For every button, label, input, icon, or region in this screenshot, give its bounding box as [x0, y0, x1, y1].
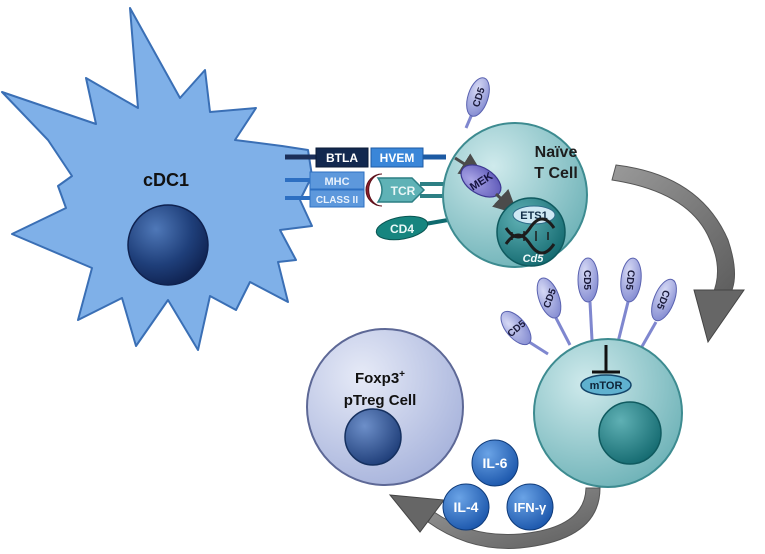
btla-box	[315, 147, 369, 168]
naive-label-line1: Naïve	[535, 144, 578, 161]
treg-cell-nucleus	[344, 408, 402, 466]
activated-t-cell: CD5 CD5 CD5 CD5 CD5 mTOR	[500, 257, 683, 488]
hvem-label: HVEM	[380, 151, 415, 165]
cd5-receptor-5: CD5	[638, 278, 677, 351]
activated-t-cell-nucleus	[598, 401, 662, 465]
cd5-receptor-1: CD5	[500, 310, 549, 356]
conversion-arrow-head	[388, 494, 445, 533]
cd5-receptor-3: CD5	[577, 257, 599, 341]
treg-label-line1: Foxp3+	[355, 369, 405, 387]
mtor-shape	[580, 374, 632, 396]
antigen-peptide-shape	[365, 173, 383, 207]
dendritic-cell-body	[1, 7, 313, 351]
cytokines: IL-6 IL-4 IFN-γ	[442, 439, 554, 531]
dc-label: cDC1	[143, 170, 189, 190]
differentiation-arrow	[611, 164, 745, 344]
synapse-receptors: BTLA HVEM MHC CLASS II TCR CD4	[285, 147, 449, 241]
mhc-label-line2: CLASS II	[316, 195, 358, 206]
treg-label-line2: pTreg Cell	[344, 392, 417, 409]
cd5-label-3: CD5	[581, 270, 592, 290]
cd5-receptor-4: CD5	[616, 257, 642, 343]
conversion-arrow	[388, 487, 601, 549]
naive-label-line2: T Cell	[534, 165, 578, 182]
cd4-label: CD4	[390, 222, 414, 236]
cd4-shape	[375, 215, 429, 241]
naive-cd5-receptor: CD5	[464, 77, 490, 129]
mhc-box-top	[309, 171, 365, 190]
naive-cd5-head	[466, 77, 490, 117]
tcr-label: TCR	[391, 184, 416, 198]
ifng-label: IFN-γ	[514, 500, 547, 515]
il6-label: IL-6	[483, 455, 508, 471]
cd4-stalk	[424, 218, 449, 226]
dna-helix-icon	[504, 217, 556, 255]
dendritic-cell-nucleus	[127, 204, 209, 286]
mtor-label: mTOR	[590, 380, 623, 392]
cd5-gene-label: Cd5	[523, 253, 545, 265]
naive-t-cell: CD5 Naïve T Cell MEK ETS1 Cd5	[442, 77, 588, 268]
treg-cell: Foxp3+ pTreg Cell	[306, 328, 464, 486]
ifng-bubble	[506, 483, 554, 531]
mhc-label-line1: MHC	[324, 176, 349, 188]
il6-bubble	[471, 439, 519, 487]
cd5-label-4: CD5	[623, 269, 636, 290]
il4-bubble	[442, 483, 490, 531]
treg-label-sup: +	[399, 369, 405, 380]
il4-label: IL-4	[454, 499, 479, 515]
naive-cd5-stalk	[464, 113, 474, 129]
signal-arrow-2	[492, 189, 518, 215]
mhc-box-bottom	[309, 189, 365, 208]
cd5-receptor-2: CD5	[536, 277, 572, 346]
treg-label-foxp3: Foxp3	[355, 370, 399, 387]
differentiation-arrow-head	[693, 289, 745, 344]
btla-label: BTLA	[326, 151, 358, 165]
dendritic-cell: cDC1	[1, 7, 313, 351]
